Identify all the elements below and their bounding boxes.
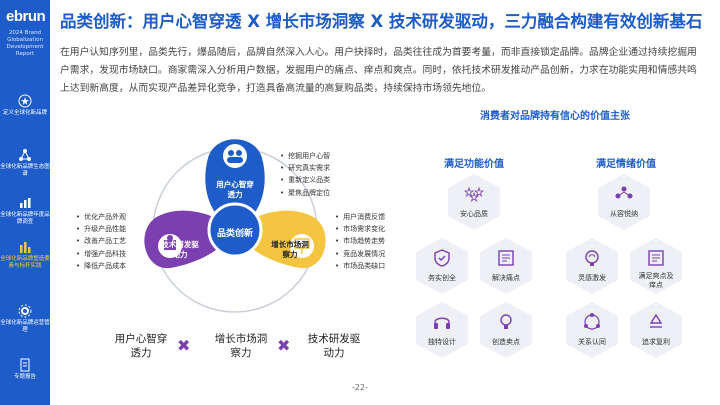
right-points-list: 用户消费反馈 市场需求变化 市场趋势走势 竞品发展情况 市场品类缺口 [335,211,385,272]
list-item: 竞品发展情况 [335,248,385,260]
list-item: 增强产品科技 [76,248,126,260]
list-item: 聚焦品牌定位 [280,187,330,199]
sidebar-item-elements[interactable]: 全球化新品牌塑造要素与标杆实践 [0,240,50,270]
list-item: 优化产品外观 [76,211,126,223]
hex-practical: 务实创全 [414,236,470,296]
sidebar-item-label: 专题报告 [13,374,36,380]
emotional-value-label: 满足情绪价值 [596,159,656,170]
gear-icon [18,304,32,318]
hex-selling-point: 创造卖点 [478,300,534,360]
sidebar: ebrun 2024 Brand Globalization Developme… [0,0,50,405]
headphones-icon [434,317,450,329]
list-item: 市场趋势走势 [335,235,385,247]
list-item: 重新定义品类 [280,174,330,186]
idea-icon [500,314,512,329]
team-icon [615,186,633,199]
newspaper-icon [498,250,514,266]
people-icon [227,150,243,163]
top-blade-label: 用户心智穿透力 [216,180,254,199]
list-item: 改善产品工艺 [76,235,126,247]
sidebar-item-label: 全球化新品牌生态图谱 [0,164,50,177]
hex-label: 满足爽点及痒点 [638,272,674,289]
bar-chart-icon [20,242,31,253]
hex-composure: 从容悦纳 [596,172,652,232]
list-item: 挖掘用户心智 [280,150,330,162]
hex-label: 从容悦纳 [610,210,638,218]
formula-term-market: 增长市场洞察力 [214,333,268,359]
consumer-title: 消费者对品牌持有信心的价值主张 [480,111,630,122]
hex-label: 灵感激发 [578,274,606,282]
list-item: 升级产品性能 [76,223,126,235]
hex-satisfaction: 满足爽点及痒点 [628,236,684,296]
right-blade-label: 增长市场洞察力 [271,240,309,259]
list-item: 降低产品成本 [76,260,126,272]
hex-label: 独特设计 [428,338,456,346]
relationship-icon [584,313,600,330]
top-points-list: 挖掘用户心智 研究真实需求 重新定义品类 聚焦品牌定位 [280,150,330,199]
hex-inspiration: 灵感激发 [564,236,620,296]
page-title: 品类创新：用户心智穿透 X 增长市场洞察 X 技术研发驱动，三力融合构建有效创新… [60,12,703,31]
chart-icon [20,198,31,208]
functional-value-label: 满足功能价值 [444,159,504,170]
hex-compound: 追求复利 [628,300,684,360]
presentation-icon [294,238,310,254]
hex-pain-point: 解决痛点 [478,236,534,296]
sidebar-item-ecosystem[interactable]: 全球化新品牌生态图谱 [0,148,50,178]
report-subtitle: 2024 Brand Globalization Development Rep… [6,30,44,57]
sidebar-item-define[interactable]: 定义全球化新品牌 [0,94,50,117]
star-badge-icon [18,94,32,108]
sidebar-item-label: 定义全球化新品牌 [2,110,47,116]
sidebar-item-label: 全球化新品牌塑造要素与标杆实践 [0,256,50,269]
hex-label: 务实创全 [428,274,456,282]
list-item: 研究真实需求 [280,162,330,174]
hex-identity: 关系认同 [564,300,620,360]
list-item: 用户消费反馈 [335,211,385,223]
stars-icon [464,186,484,203]
hex-label: 解决痛点 [492,274,520,282]
newspaper-icon [648,250,664,266]
list-item: 市场需求变化 [335,223,385,235]
multiply-icon: ✖ [277,336,291,355]
sidebar-item-label: 全球化新品牌年度品牌调查 [0,212,50,225]
hex-label: 关系认同 [578,338,606,346]
brain-icon [585,250,599,266]
list-item: 市场品类缺口 [335,260,385,272]
research-icon [164,235,176,250]
sidebar-item-survey[interactable]: 全球化新品牌年度品牌调查 [0,196,50,226]
document-icon [20,358,30,372]
hex-label: 创造卖点 [492,338,520,346]
recycle-icon [649,313,663,328]
intro-paragraph: 在用户认知序列里，品类先行，爆品随后，品牌自然深入人心。用户抉择时，品类往往成为… [60,47,697,94]
hex-label: 追求复利 [642,338,670,346]
sidebar-item-operations[interactable]: 全球化新品牌运营管理 [0,304,50,334]
network-icon [19,149,31,161]
innovation-diagram [144,139,326,313]
formula-term-tech: 技术研发驱动力 [307,333,361,359]
diagram-center-label: 品类创新 [216,229,253,239]
left-blade-label: 技术研发驱动力 [161,240,199,259]
shield-icon [434,249,450,267]
hex-design: 独特设计 [414,300,470,360]
page-number: -22- [352,383,368,392]
sidebar-item-reports[interactable]: 专题报告 [0,358,50,381]
left-points-list: 优化产品外观 升级产品性能 改善产品工艺 增强产品科技 降低产品成本 [76,211,126,272]
hex-label: 安心品质 [460,210,488,218]
multiply-icon: ✖ [177,336,191,355]
brand-logo: ebrun [6,8,46,25]
sidebar-item-label: 全球化新品牌运营管理 [0,320,50,333]
formula-term-mindshare: 用户心智穿透力 [114,333,168,359]
hex-quality: 安心品质 [446,172,502,232]
